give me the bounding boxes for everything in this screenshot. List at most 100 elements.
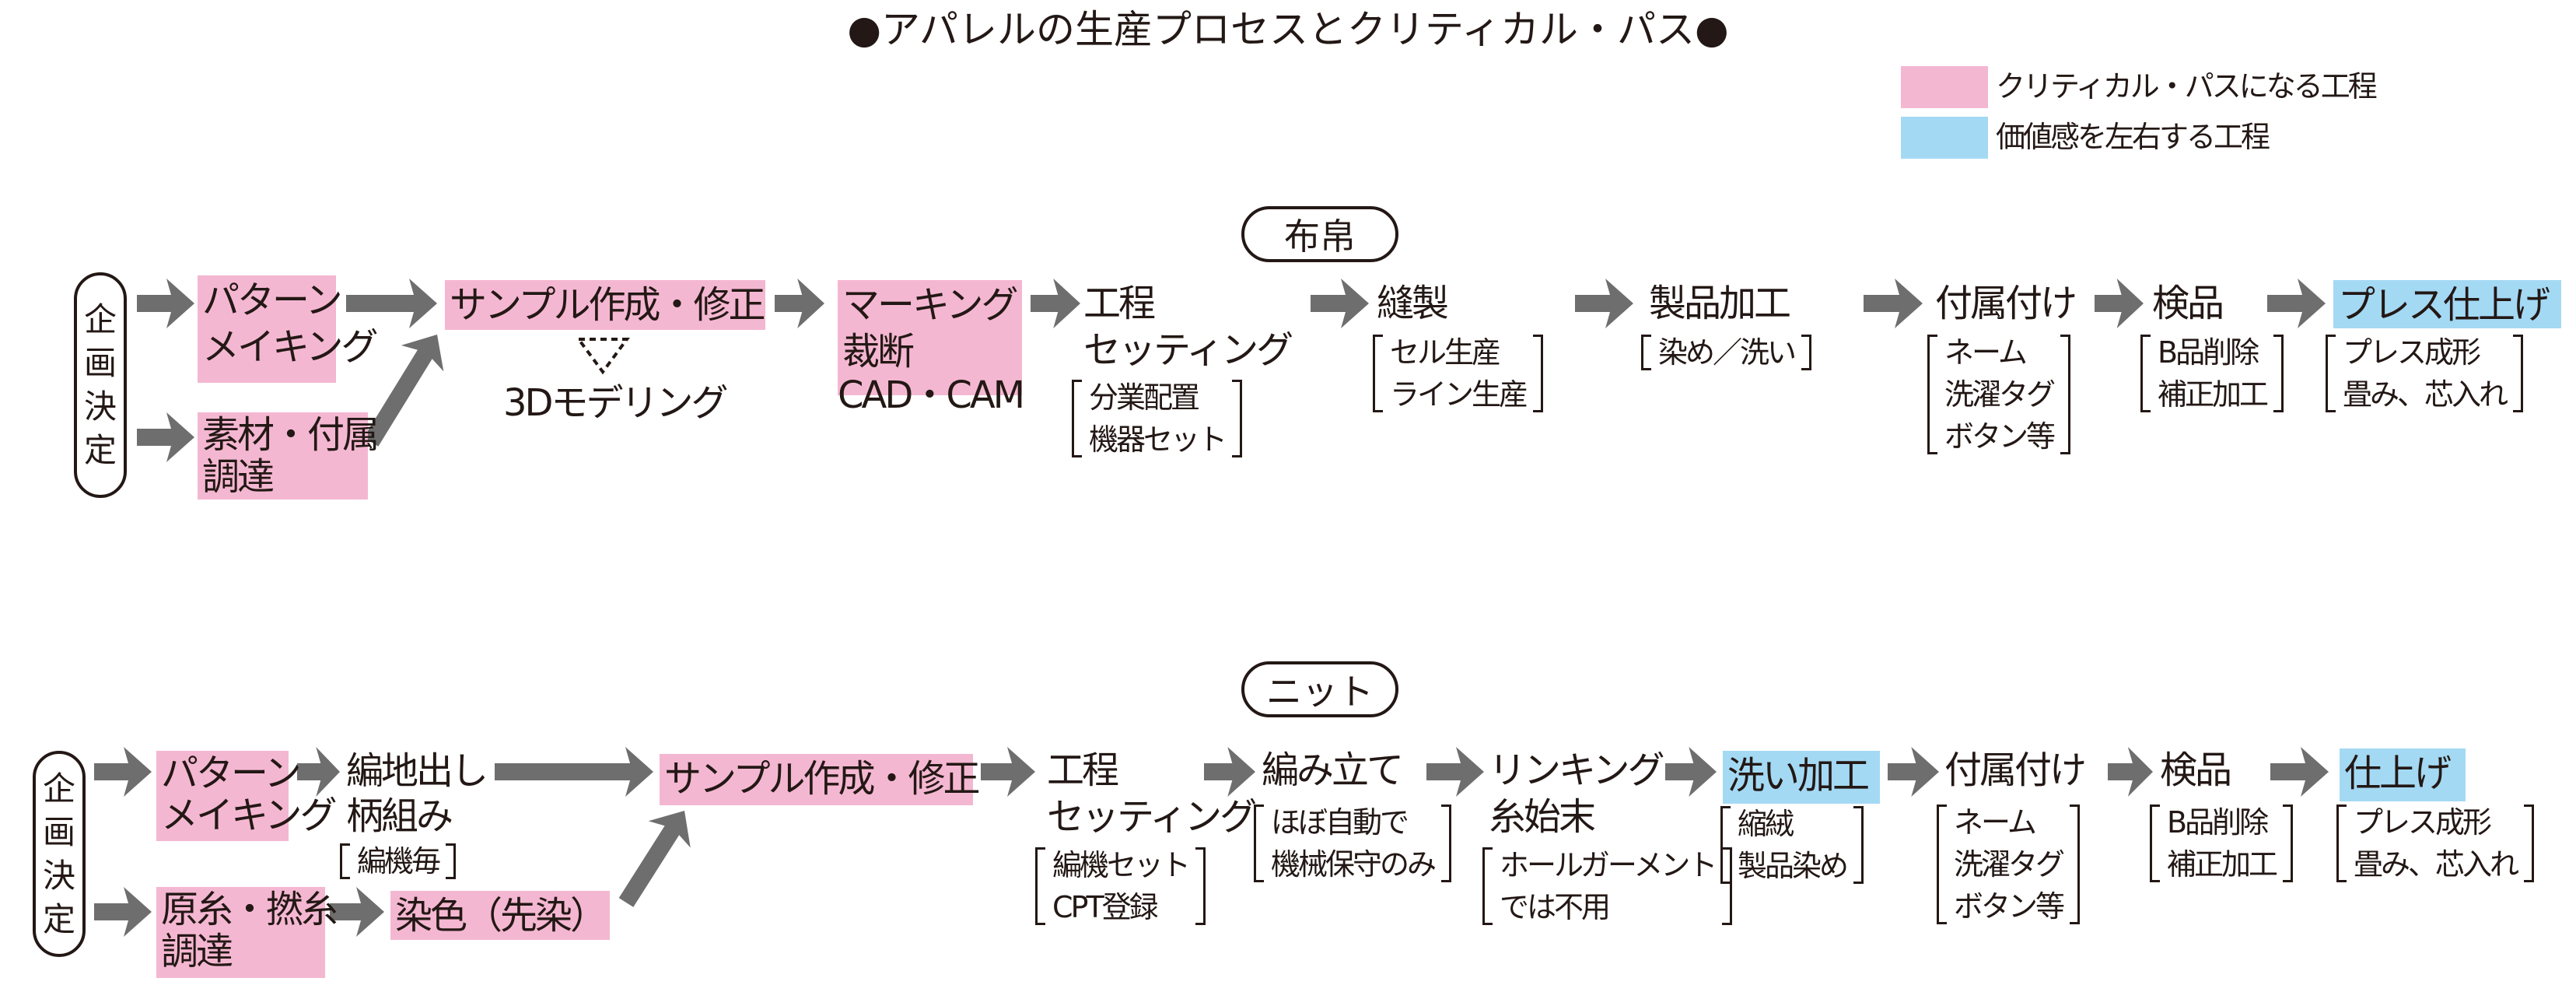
fabric-material-procurement: 素材・付属調達: [198, 412, 380, 500]
note-line: ネーム: [1954, 805, 2037, 840]
flow-arrow-icon: [297, 747, 340, 797]
knit-accessories-note: ネーム洗濯タグボタン等: [1937, 801, 2081, 927]
knit-yarn-dyeing: 染色（先染）: [390, 891, 611, 940]
knit-washing-note: 縮絨製品染め: [1720, 803, 1864, 887]
flow-arrow-icon: [618, 811, 691, 907]
fabric-3d-modeling: 3Dモデリング: [503, 381, 729, 425]
flow-arrow-icon: [363, 334, 444, 447]
knit-yarn-procurement: 原糸・撚糸調達: [156, 887, 338, 978]
note-line: 洗濯タグ: [1944, 377, 2056, 412]
flow-arrow-icon: [1204, 747, 1255, 797]
flow-arrow-icon: [94, 747, 152, 797]
flow-arrow-icon: [346, 279, 437, 328]
label-line: セッティング: [1047, 795, 1257, 839]
fabric-marking-cutting: マーキング裁断: [838, 280, 1022, 395]
note-line: ホールガーメント: [1500, 848, 1717, 882]
note-line: 畳み、芯入れ: [2354, 847, 2519, 882]
legend-swatch-critical: [1901, 66, 1988, 108]
flow-arrow-icon: [1575, 279, 1633, 328]
label-line: 裁断: [842, 330, 915, 373]
fabric-product-processing: 製品加工: [1649, 282, 1791, 325]
fabric-finish-note: プレス成形畳み、芯入れ: [2326, 331, 2524, 415]
char: 画: [42, 812, 75, 851]
knit-fabric-design-note: 編機毎: [340, 840, 457, 882]
label-line: メイキング: [202, 325, 379, 369]
flow-arrow-icon: [1864, 279, 1923, 328]
note-line: プレス成形: [2343, 335, 2481, 370]
fabric-accessories-note: ネーム洗濯タグボタン等: [1927, 331, 2071, 457]
fabric-inspection-note: B品削除補正加工: [2140, 331, 2284, 415]
note-line: では不用: [1500, 890, 1611, 924]
note-line: 補正加工: [2167, 847, 2278, 882]
diagram-title: ●アパレルの生産プロセスとクリティカル・パス●: [847, 7, 1729, 52]
note-line: 編機毎: [357, 844, 441, 878]
label-line: 工程: [1083, 282, 1156, 325]
note-line: 編機セット: [1052, 848, 1191, 882]
knit-inspection-note: B品削除補正加工: [2150, 801, 2294, 885]
knit-heading: ニット: [1241, 661, 1398, 717]
label-line: 調達: [202, 455, 275, 499]
char: 企: [83, 300, 117, 338]
note-line: B品削除: [2158, 335, 2259, 370]
note-line: 機械保守のみ: [1271, 847, 1437, 882]
fabric-process-setting: 工程セッティング: [1083, 280, 1293, 373]
flow-arrow-icon: [137, 412, 194, 462]
note-line: 洗濯タグ: [1954, 847, 2065, 882]
label-line: 素材・付属: [202, 413, 380, 457]
note-line: 分業配置: [1089, 380, 1200, 415]
note-line: 縮絨: [1738, 807, 1794, 841]
fabric-cad-cam: CAD・CAM: [838, 373, 1025, 417]
note-line: 補正加工: [2158, 377, 2269, 412]
fabric-inspection: 検品: [2152, 282, 2224, 325]
knit-accessories: 付属付け: [1944, 748, 2087, 792]
note-line: 製品染め: [1738, 849, 1849, 883]
note-line: CPT登録: [1052, 890, 1159, 924]
flow-arrow-icon: [2108, 747, 2153, 797]
label-line: メイキング: [161, 794, 338, 837]
legend-swatch-value: [1901, 117, 1988, 159]
fabric-press-finish: プレス仕上げ: [2333, 280, 2561, 328]
flow-arrow-icon: [775, 279, 824, 328]
flow-arrow-icon: [1888, 747, 1939, 797]
label-line: リンキング: [1489, 748, 1665, 792]
label-line: 編地出し: [346, 749, 488, 793]
knit-process-setting: 工程セッティング: [1047, 747, 1257, 840]
char: 決: [42, 856, 75, 895]
fabric-pattern-making: パターンメイキング: [198, 275, 379, 383]
knit-pattern-making: パターンメイキング: [156, 751, 338, 841]
flow-arrow-icon: [1665, 747, 1717, 797]
flow-arrow-icon: [981, 747, 1035, 797]
knit-inspection: 検品: [2160, 748, 2232, 792]
note-line: ネーム: [1944, 335, 2028, 370]
flow-arrow-icon: [1311, 279, 1369, 328]
flow-arrow-icon: [330, 887, 384, 937]
note-line: セル生産: [1390, 335, 1501, 370]
flow-arrow-icon: [94, 887, 152, 937]
knit-start-planning: 企画決定: [33, 751, 86, 957]
knit-finish-note: プレス成形畳み、芯入れ: [2336, 801, 2535, 885]
flow-arrow-icon: [2095, 279, 2144, 328]
knit-washing: 洗い加工: [1723, 751, 1880, 804]
fabric-sewing: 縫製: [1377, 282, 1449, 325]
fabric-start-planning: 企画決定: [74, 272, 127, 498]
flow-arrow-icon: [2267, 279, 2326, 328]
fabric-accessories: 付属付け: [1935, 282, 2077, 325]
fabric-sample-making: サンプル作成・修正: [445, 280, 766, 330]
char: 決: [83, 387, 117, 426]
char: 画: [83, 344, 117, 382]
note-line: 染め／洗い: [1658, 335, 1797, 370]
fabric-heading: 布帛: [1241, 206, 1398, 262]
dashed-triangle-icon: [576, 338, 630, 375]
char: 定: [42, 899, 75, 938]
note-line: B品削除: [2167, 805, 2269, 840]
label-line: 工程: [1047, 748, 1119, 792]
label-line: 原糸・撚糸: [161, 888, 338, 931]
fabric-processing-note: 染め／洗い: [1641, 331, 1812, 373]
knit-sample-making: サンプル作成・修正: [660, 754, 981, 805]
note-line: プレス成形: [2354, 805, 2492, 840]
note-line: ライン生産: [1390, 377, 1528, 412]
note-line: 畳み、芯入れ: [2343, 377, 2508, 412]
note-line: ボタン等: [1954, 889, 2065, 924]
flow-arrow-icon: [495, 747, 653, 797]
